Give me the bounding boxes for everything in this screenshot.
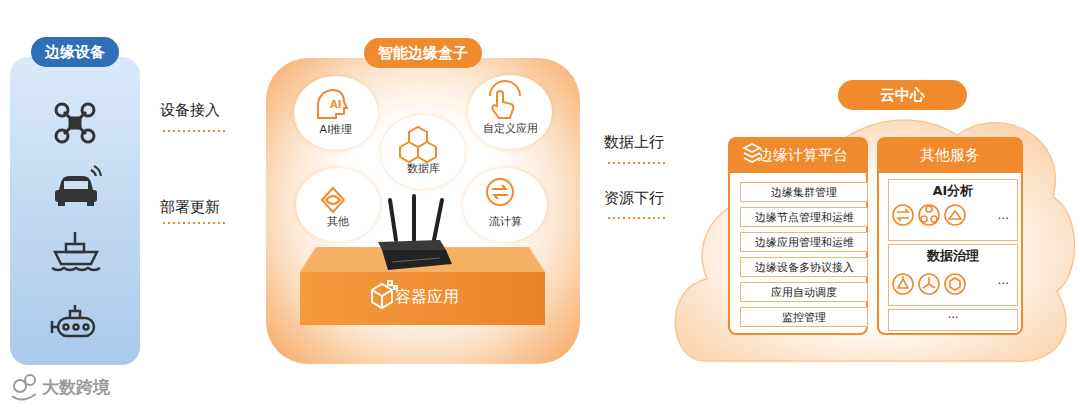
node-label: 边缘集群管理 (741, 185, 867, 200)
platform-icon (744, 144, 760, 162)
function-circle: 流计算 (463, 168, 547, 242)
service-box: AI分析 ··· (888, 179, 1018, 241)
node-label: AI分析 (889, 183, 1017, 200)
circle-icons: AI (318, 81, 520, 212)
drone-icon (56, 104, 94, 142)
node-label: 智能边缘盒子 (364, 38, 482, 68)
cloud-shape: 云中心边缘计算平台边缘集群管理边缘节点管理和运维边缘应用管理和运维边缘设备多协议… (665, 65, 1075, 365)
boat-icon (52, 232, 100, 270)
function-circle: AI推理 (294, 76, 378, 150)
service-panel: 其他服务 AI分析 ··· 数据治理 ··· ··· (877, 137, 1023, 335)
list-item: 边缘设备多协议接入 (740, 257, 868, 277)
node-label: 边缘节点管理和运维 (741, 210, 867, 225)
platform-panel: 边缘计算平台边缘集群管理边缘节点管理和运维边缘应用管理和运维边缘设备多协议接入应… (728, 137, 868, 335)
node-label: 数据治理 (889, 248, 1017, 265)
node-label: 容器应用 (395, 287, 459, 308)
node-label: 其他服务 (879, 146, 1021, 165)
node-label: 其他 (296, 214, 380, 229)
container-base: 容器应用 (300, 272, 545, 325)
node-label: 自定义应用 (468, 121, 552, 136)
watermark-logo (12, 375, 36, 400)
service-box: ··· (888, 309, 1018, 331)
device-panel: 边缘设备 (10, 57, 140, 365)
node-label: 边缘计算平台 (758, 146, 848, 165)
service-icons (893, 205, 965, 294)
node-label: 流计算 (463, 214, 547, 229)
function-circle: 其他 (296, 168, 380, 242)
function-circle: 数据库 (381, 115, 465, 189)
node-label: AI推理 (294, 122, 378, 137)
flow-label: 设备接入 (160, 101, 220, 120)
dotted-lines (163, 131, 668, 223)
list-item: 应用自动调度 (740, 282, 868, 302)
edge-box-illustration (300, 196, 545, 308)
flow-label: 资源下行 (604, 189, 664, 208)
node-label: 云中心 (838, 80, 967, 110)
list-item: 边缘集群管理 (740, 182, 868, 202)
function-circle: 自定义应用 (468, 75, 552, 149)
more-label: ··· (998, 277, 1009, 291)
list-item: 监控管理 (740, 307, 868, 327)
node-label: ··· (889, 311, 1017, 325)
service-box: 数据治理 ··· (888, 244, 1018, 306)
watermark: 大数跨境 (42, 376, 110, 399)
cloud-path (675, 120, 1074, 361)
node-label: 数据库 (381, 161, 465, 176)
car-icon (55, 166, 101, 206)
svg-text:AI: AI (330, 99, 341, 110)
node-label: 监控管理 (741, 310, 867, 325)
node-label: 应用自动调度 (741, 285, 867, 300)
node-label: 边缘设备多协议接入 (741, 260, 867, 275)
edge-box-panel: 智能边缘盒子AI推理自定义应用数据库其他流计算容器应用 (266, 58, 580, 364)
submarine-icon (52, 305, 94, 336)
list-item: 边缘节点管理和运维 (740, 207, 868, 227)
list-item: 边缘应用管理和运维 (740, 232, 868, 252)
flow-label: 部署更新 (160, 198, 220, 217)
node-label: 边缘应用管理和运维 (741, 235, 867, 250)
node-label: 边缘设备 (31, 37, 119, 67)
flow-label: 数据上行 (604, 133, 664, 152)
more-label: ··· (998, 212, 1009, 226)
